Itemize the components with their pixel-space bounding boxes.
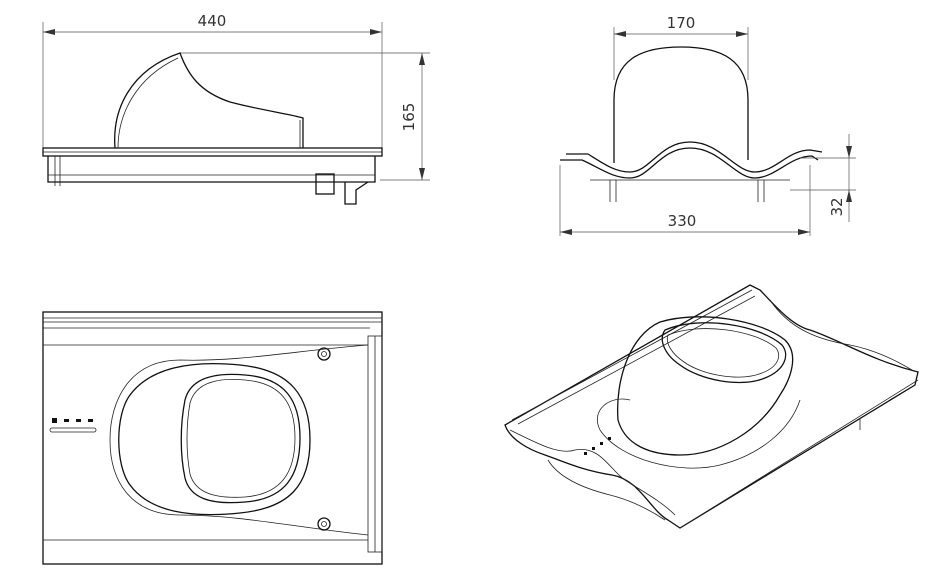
top-view-base-plate (109, 344, 369, 536)
dimension-label-32: 32 (828, 197, 846, 216)
dimension-top-width-front: 170 (613, 14, 749, 80)
top-view (42, 311, 383, 565)
isometric-view (504, 284, 919, 529)
isometric-dome (616, 316, 794, 456)
front-view-tile-profile (560, 141, 823, 202)
dimension-label-170: 170 (667, 14, 696, 32)
top-view-screw-bottom (317, 517, 331, 531)
top-view-opening (180, 373, 301, 504)
side-view: 440 165 (42, 12, 430, 205)
dimension-label-440: 440 (198, 12, 227, 30)
dimension-width-side: 440 (42, 12, 383, 148)
isometric-scale-marks (584, 437, 611, 455)
top-view-scale-marks (49, 418, 97, 433)
dimension-height-side: 165 (180, 52, 430, 181)
front-view: 170 330 32 (559, 14, 856, 236)
dimension-base-height-front: 32 (790, 134, 856, 222)
dimension-label-165: 165 (400, 103, 418, 132)
dimension-label-330: 330 (668, 212, 697, 230)
side-view-body (42, 52, 383, 205)
front-view-dome (613, 46, 749, 163)
isometric-opening (661, 322, 787, 384)
top-view-dome-outer (118, 362, 311, 516)
top-view-screw-top (317, 347, 331, 361)
dimension-bottom-width-front: 330 (559, 165, 811, 236)
